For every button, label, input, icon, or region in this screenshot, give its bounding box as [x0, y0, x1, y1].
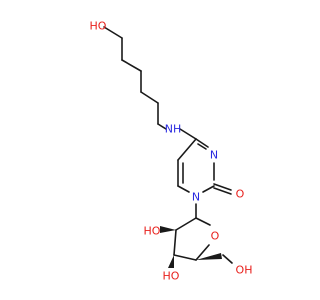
wedge-bond-c3-oh — [168, 255, 174, 268]
bond — [197, 143, 207, 150]
wedge-bond-c2-oh — [160, 226, 176, 233]
bond — [195, 217, 211, 226]
bonds — [103, 26, 233, 264]
atom-label-n1: N — [192, 191, 200, 204]
atom-label-n3: N — [210, 149, 218, 162]
bond — [173, 229, 177, 256]
bond — [202, 185, 215, 193]
stereo-wedges — [160, 226, 222, 268]
bond — [213, 187, 232, 195]
wedge-bond-c4-c5 — [196, 253, 222, 260]
atom-label-carbonyl-o: O — [236, 188, 245, 201]
bond — [103, 26, 123, 39]
atom-label-ring-o: O — [211, 230, 220, 243]
bond — [173, 254, 197, 261]
bond — [140, 91, 159, 104]
bond — [195, 244, 210, 261]
bond — [213, 183, 232, 191]
bond — [157, 123, 167, 130]
molecule-structure: HO NH N N O O HO HO OH — [90, 20, 253, 283]
bond — [121, 59, 142, 72]
atom-label-ho-chain: HO — [90, 20, 107, 33]
atom-label-oh-c5: OH — [236, 264, 253, 277]
atom-label-oh-c3: HO — [163, 270, 180, 283]
bond — [175, 217, 197, 231]
bond — [177, 185, 190, 193]
bond — [179, 128, 197, 140]
bond — [177, 138, 197, 161]
atom-label-oh-c2: HO — [144, 225, 161, 238]
atom-label-nh: NH — [165, 123, 182, 136]
bond — [195, 138, 209, 148]
atom-labels: HO NH N N O O HO HO OH — [90, 20, 253, 283]
bond — [222, 254, 233, 264]
